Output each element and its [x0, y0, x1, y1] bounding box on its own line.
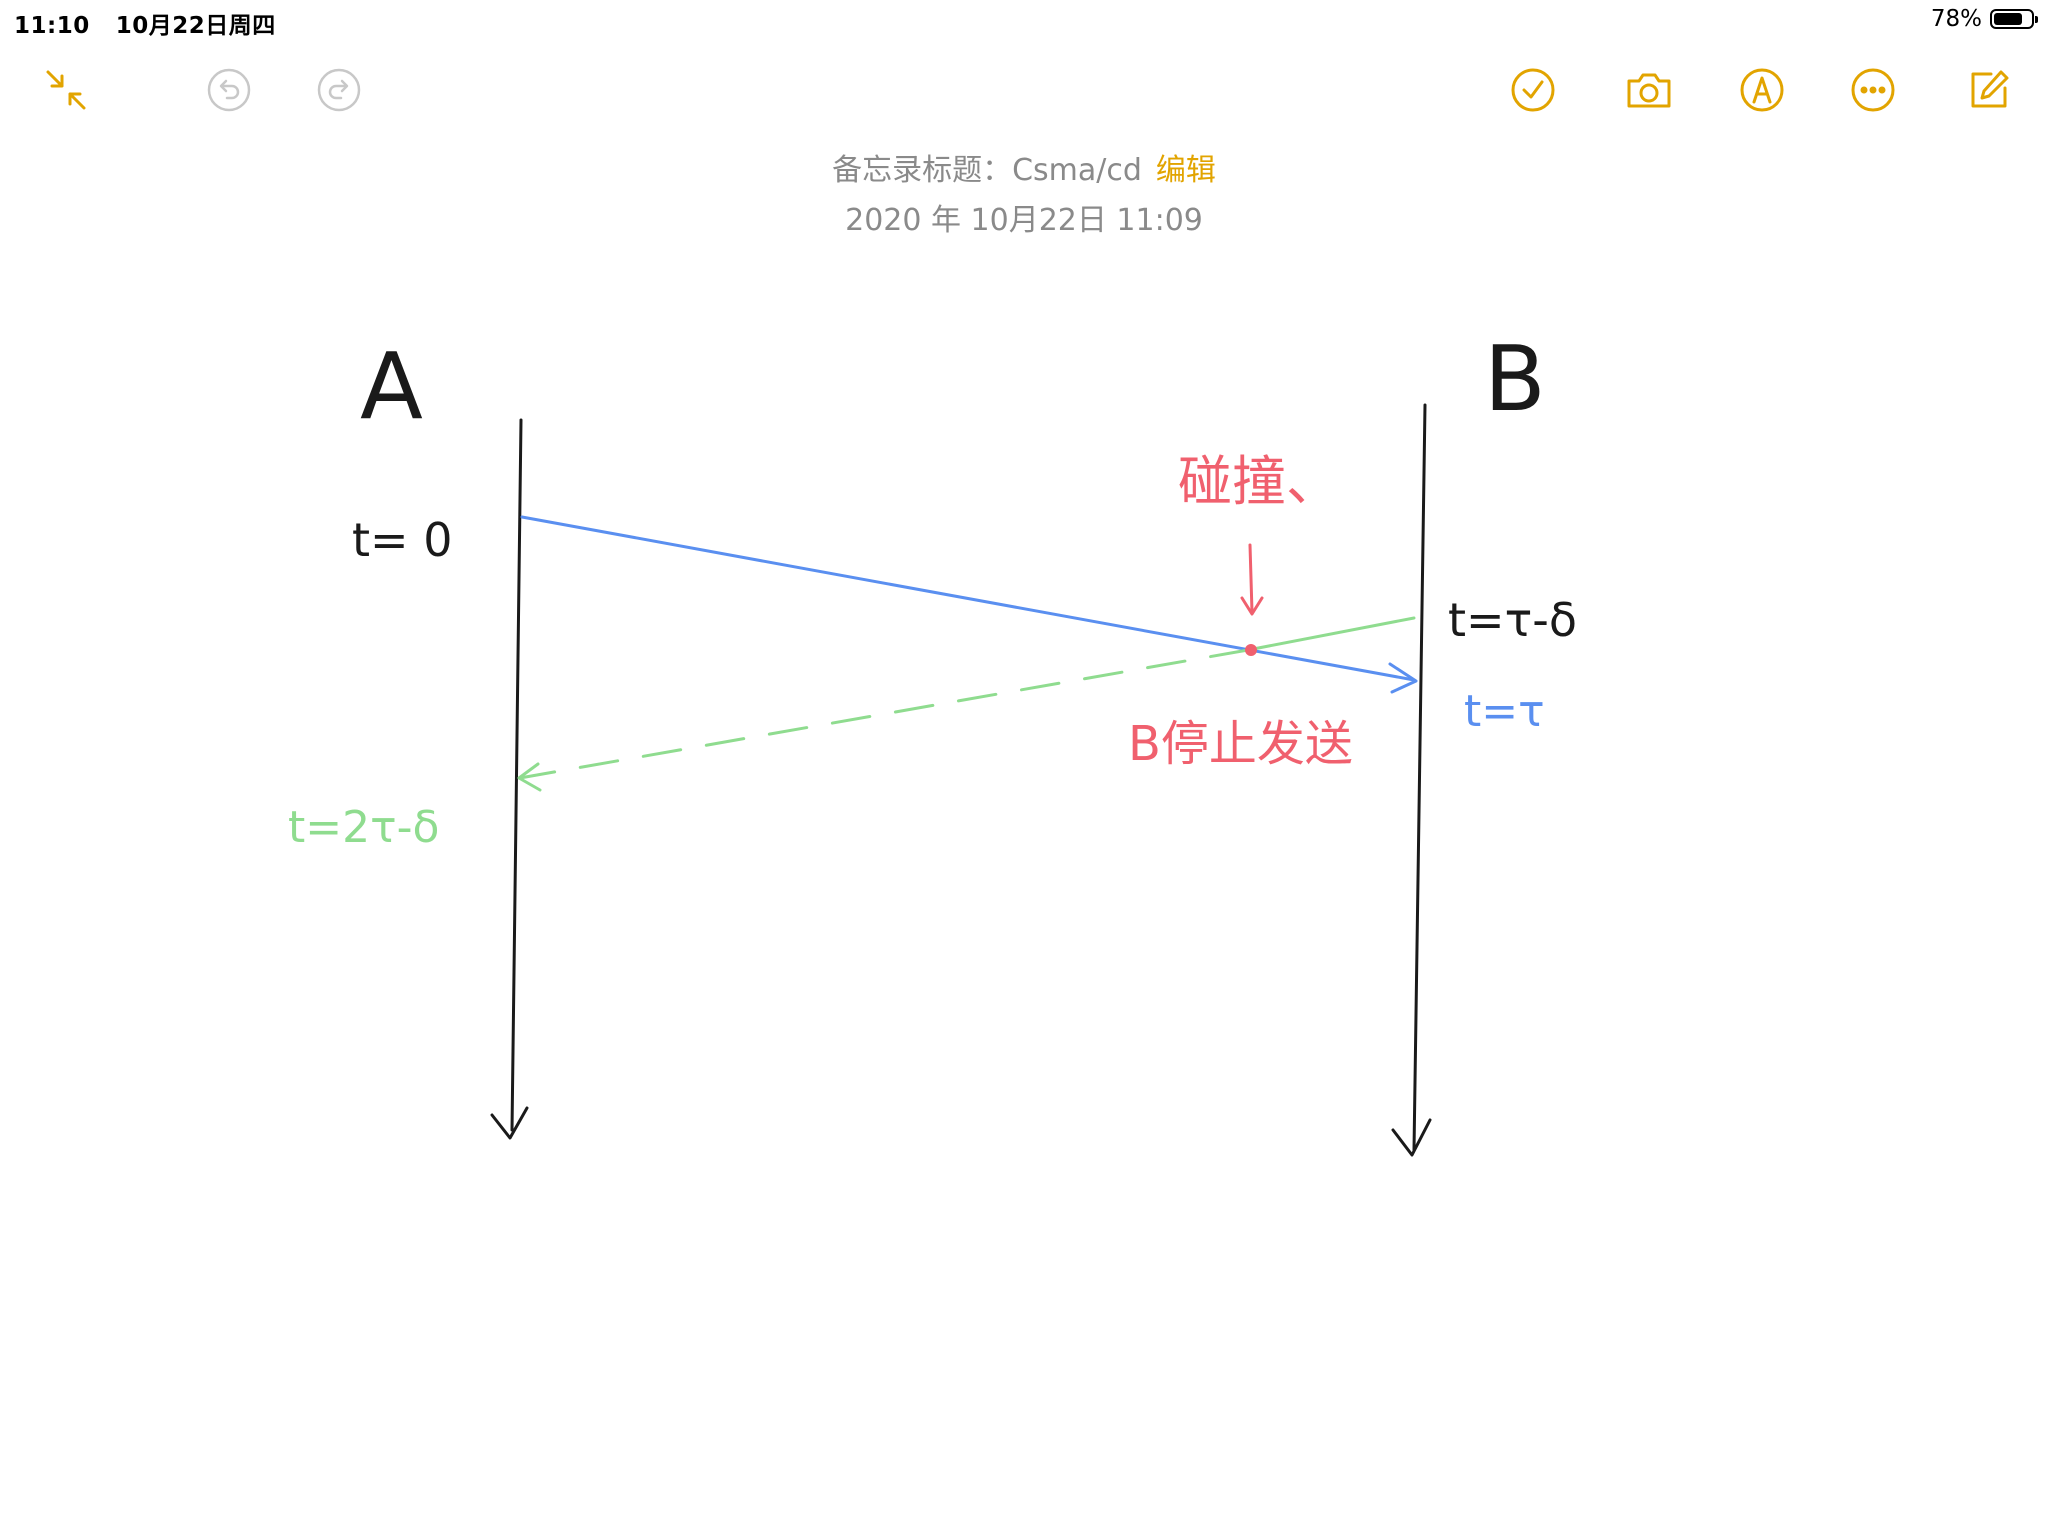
compose-icon — [1971, 70, 2009, 108]
note-title-line: 备忘录标题：Csma/cd 编辑 — [0, 150, 2048, 192]
more-button[interactable] — [1845, 62, 1901, 118]
t-tau-minus-delta-label: t=τ-δ — [1448, 593, 1577, 647]
collision-arrow — [1248, 543, 1254, 614]
station-b-timeline-arrowhead — [1391, 1118, 1432, 1157]
note-title: 备忘录标题：Csma/cd — [832, 153, 1142, 188]
station-a-label: A — [360, 333, 423, 440]
frame-a-to-b-arrowhead — [1388, 662, 1418, 694]
undo-button[interactable] — [201, 62, 257, 118]
battery-percent: 78% — [1930, 6, 1982, 32]
note-date: 2020 年 10月22日 11:09 — [845, 203, 1203, 238]
camera-icon — [1627, 73, 1671, 108]
station-b-timeline — [1412, 403, 1427, 1152]
note-header: 备忘录标题：Csma/cd 编辑 2020 年 10月22日 11:09 — [0, 150, 2048, 244]
markup-button[interactable] — [1734, 62, 1790, 118]
t-zero-label: t= 0 — [352, 513, 452, 567]
redo-button[interactable] — [311, 62, 367, 118]
status-date: 10月22日周四 — [115, 13, 276, 39]
t-2tau-minus-delta-label: t=2τ-δ — [288, 802, 439, 853]
redo-icon — [317, 68, 361, 112]
t-tau-label: t=τ — [1464, 686, 1545, 737]
b-stop-label: B停止发送 — [1128, 716, 1353, 772]
collision-label: 碰撞、 — [1178, 450, 1340, 513]
camera-button[interactable] — [1621, 62, 1677, 118]
markup-pen-icon — [1740, 68, 1784, 112]
status-time-date: 11:10 10月22日周四 — [14, 6, 276, 40]
collision-arrowhead — [1240, 596, 1264, 616]
battery-status: 78% — [1930, 6, 2038, 32]
collision-point — [1245, 644, 1257, 656]
undo-icon — [207, 68, 251, 112]
signal-b-solid-line — [1246, 616, 1416, 652]
battery-fill — [1994, 13, 2023, 25]
checklist-icon — [1511, 68, 1555, 112]
collapse-button[interactable] — [38, 62, 94, 118]
signal-b-arrowhead — [517, 762, 542, 792]
status-bar: 11:10 10月22日周四 78% — [0, 0, 2048, 40]
collapse-arrows-icon — [46, 70, 86, 110]
station-a-timeline-arrowhead — [490, 1106, 529, 1140]
battery-nub — [2035, 16, 2038, 23]
battery-icon — [1990, 9, 2038, 29]
more-icon — [1851, 68, 1895, 112]
compose-button[interactable] — [1961, 62, 2017, 118]
edit-title-button[interactable]: 编辑 — [1155, 153, 1216, 188]
checklist-button[interactable] — [1505, 62, 1561, 118]
station-b-label: B — [1484, 327, 1546, 432]
station-a-timeline — [510, 418, 523, 1132]
frame-a-to-b-line — [520, 515, 1416, 682]
status-time: 11:10 — [14, 13, 90, 39]
